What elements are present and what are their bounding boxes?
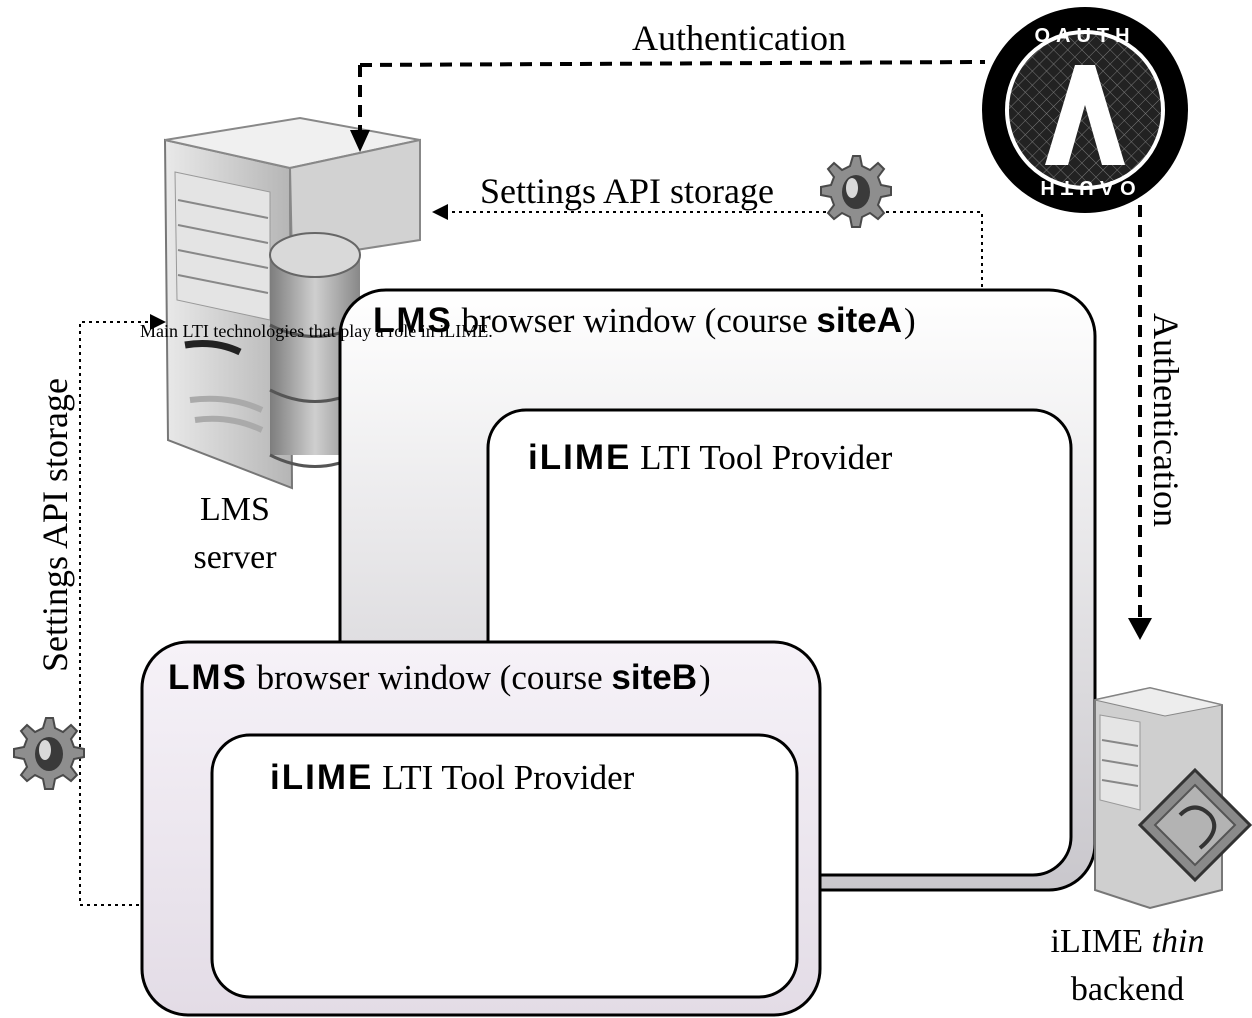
tool-a-brand: iLIME bbox=[528, 438, 632, 477]
lms-server-label-line1: LMS bbox=[200, 491, 270, 528]
backend-label-line2: backend bbox=[1070, 971, 1185, 1008]
tool-b-text: LTI Tool Provider bbox=[382, 758, 635, 797]
window-a-letter: A bbox=[876, 301, 905, 340]
oauth-logo-icon: OAUTH OAUTH bbox=[982, 7, 1188, 213]
settings-api-label-top: Settings API storage bbox=[480, 171, 774, 211]
window-b-letter: B bbox=[671, 658, 700, 697]
tool-a-text: LTI Tool Provider bbox=[640, 438, 893, 477]
window-a-text: browser window (course bbox=[461, 301, 808, 340]
window-a-close: ) bbox=[904, 301, 916, 340]
settings-api-label-left: Settings API storage bbox=[35, 378, 75, 672]
gear-icon bbox=[13, 717, 85, 790]
tool-b-brand: iLIME bbox=[270, 758, 374, 797]
settings-top-arrowhead bbox=[432, 204, 448, 220]
window-a-site: site bbox=[816, 301, 877, 340]
gear-icon bbox=[820, 155, 892, 228]
backend-label-line1: iLIME thin bbox=[1020, 918, 1235, 966]
window-b-lms: LMS bbox=[168, 658, 248, 697]
svg-text:OAUTH: OAUTH bbox=[1034, 176, 1135, 198]
window-b-close: ) bbox=[699, 658, 711, 697]
window-a-lms: LMS bbox=[373, 301, 453, 340]
tool-provider-a-title: iLIME LTI Tool Provider bbox=[528, 440, 892, 475]
auth-top-arrowhead bbox=[350, 130, 370, 152]
backend-label-brand: iLIME bbox=[1050, 923, 1144, 960]
backend-label-thin: thin bbox=[1151, 923, 1205, 960]
backend-label: iLIME thin backend bbox=[1020, 918, 1235, 1014]
tool-provider-b-frame bbox=[210, 733, 799, 999]
settings-top-connector bbox=[440, 211, 983, 455]
window-a-title: LMS browser window (course siteA) bbox=[373, 303, 916, 338]
lms-server-icon bbox=[163, 116, 421, 490]
window-b-title: LMS browser window (course siteB) bbox=[168, 660, 711, 695]
lms-server-label: LMS server bbox=[170, 486, 300, 582]
authentication-label-top: Authentication bbox=[632, 18, 846, 58]
figure-caption: Main LTI technologies that play a role i… bbox=[140, 321, 493, 341]
backend-server-icon bbox=[1094, 686, 1252, 910]
auth-top-connector bbox=[359, 60, 986, 67]
window-b-site: site bbox=[611, 658, 672, 697]
lms-server-label-line2: server bbox=[193, 539, 277, 576]
settings-left-arrowhead bbox=[150, 314, 166, 330]
window-b-text: browser window (course bbox=[256, 658, 603, 697]
svg-text:OAUTH: OAUTH bbox=[1034, 25, 1135, 47]
auth-right-arrowhead bbox=[1128, 618, 1152, 640]
tool-provider-b-title: iLIME LTI Tool Provider bbox=[270, 760, 634, 795]
authentication-label-right: Authentication bbox=[1146, 313, 1186, 527]
